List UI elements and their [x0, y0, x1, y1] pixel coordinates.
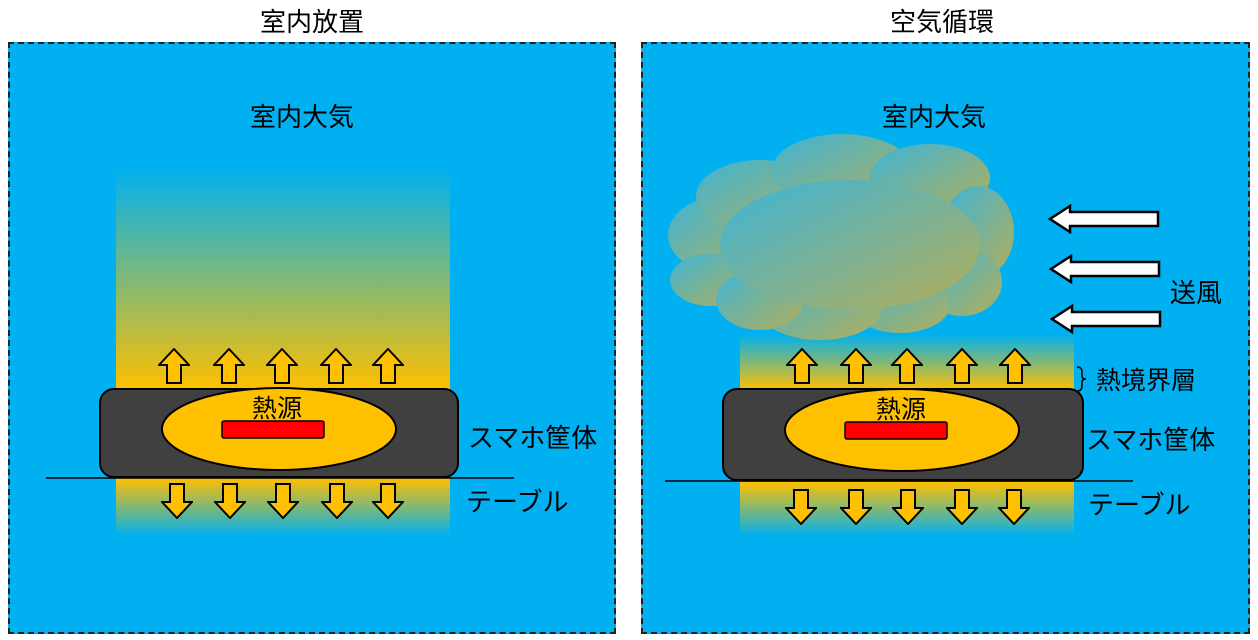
left-table-label: テーブル — [466, 488, 569, 518]
right-air-label: 室内大気 — [882, 103, 987, 133]
right-panel-title: 空気循環 — [889, 8, 994, 38]
left-air-label: 室内大気 — [250, 103, 355, 133]
right-case-label: スマホ筐体 — [1086, 426, 1216, 456]
right-heat-source-label: 熱源 — [876, 395, 927, 424]
right-heat-source — [844, 421, 948, 440]
left-case-label: スマホ筐体 — [468, 424, 598, 454]
right-cloud — [668, 134, 1014, 340]
right-table-label: テーブル — [1088, 491, 1191, 521]
right-boundary-layer-label: 熱境界層 — [1096, 366, 1197, 395]
left-panel-title: 室内放置 — [259, 8, 364, 38]
right-wind-arrows — [1048, 204, 1162, 334]
right-wind-label: 送風 — [1170, 279, 1223, 309]
left-heat-source-label: 熱源 — [252, 394, 303, 423]
boundary-layer-bracket — [1076, 366, 1087, 392]
left-heat-source — [221, 420, 325, 439]
